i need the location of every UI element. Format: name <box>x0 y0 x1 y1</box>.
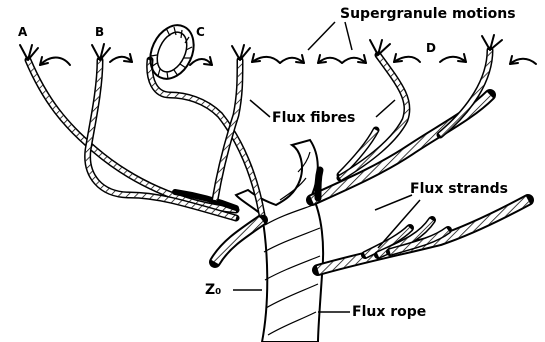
supergranule-arrows <box>40 54 536 68</box>
label-cell-c: C <box>196 25 205 39</box>
label-cell-d: D <box>426 41 436 55</box>
label-cell-b: B <box>95 25 104 39</box>
label-flux-rope: Flux rope <box>352 304 426 320</box>
label-z0: Z₀ <box>205 282 221 298</box>
flux-strands <box>318 200 528 270</box>
label-flux-strands: Flux strands <box>410 181 508 197</box>
label-supergranule-motions: Supergranule motions <box>340 6 516 22</box>
label-flux-fibres: Flux fibres <box>272 110 355 126</box>
label-cell-a: A <box>18 25 28 39</box>
